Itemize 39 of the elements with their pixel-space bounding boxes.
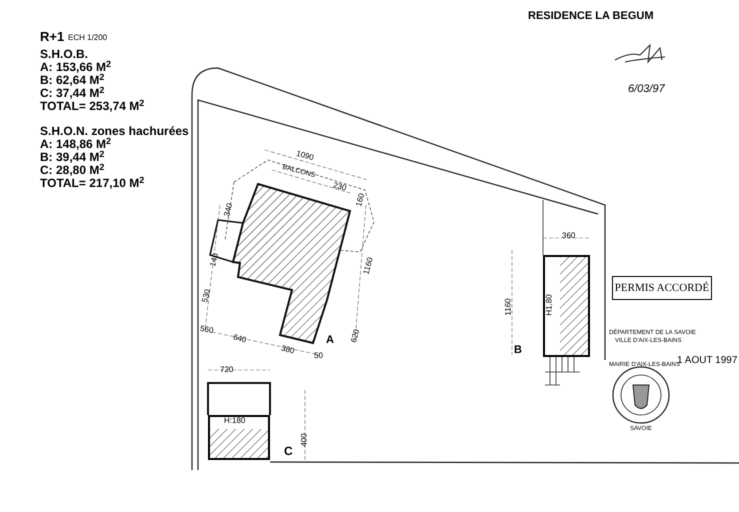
area-label: A: 153,66 M$^{2}$ [40,61,112,73]
dimension-label: 530 [201,288,212,304]
dimension-label: 1160 [504,298,513,316]
dimension-label: 1090 [295,150,315,162]
dimension-label: 360 [562,232,576,240]
area-label: A [326,335,334,346]
dimension-label: 640 [232,333,248,345]
approval-stamp [612,276,712,300]
area-label: S.H.O.N. zones hachurées [40,125,189,137]
dimension-label: 560 [199,324,214,336]
date-label: 6/03/97 [628,84,665,95]
area-label: TOTAL= 253,74 M$^{2}$ [40,100,144,112]
building-outline [208,415,270,460]
height-label: H:180 [224,417,246,425]
dimension-label: 340 [223,202,234,218]
scale-note: ECH 1/200 [68,34,108,42]
building-outline [543,255,590,357]
dimension-label: 620 [350,328,362,344]
area-label: A: 148,86 M$^{2}$ [40,138,112,150]
area-label: S.H.O.B. [40,48,88,60]
area-label: B: 62,64 M$^{2}$ [40,74,104,86]
drawing-title: RESIDENCE LA BEGUM [528,9,654,24]
area-label: B [514,345,522,356]
dimension-label: 380 [280,344,296,356]
dimension-label: 160 [355,192,366,208]
dimension-label: 720 [220,366,234,374]
area-label: C [284,445,293,457]
dimension-label: 400 [300,433,309,447]
area-label: C: 28,80 M$^{2}$ [40,164,104,176]
stamp-title: PERMIS ACCORDÉ [614,280,710,296]
dimension-label: 230 [332,181,348,193]
area-label: B: 39,44 M$^{2}$ [40,151,104,163]
area-label: R+1 [40,30,64,43]
dimension-label: 50 [314,352,323,360]
area-label: TOTAL= 217,10 M$^{2}$ [40,177,144,189]
height-label: H1,80 [544,294,555,316]
dimension-label: 140 [209,252,220,268]
dimension-label: 1160 [362,256,375,276]
area-label: C: 37,44 M$^{2}$ [40,87,104,99]
